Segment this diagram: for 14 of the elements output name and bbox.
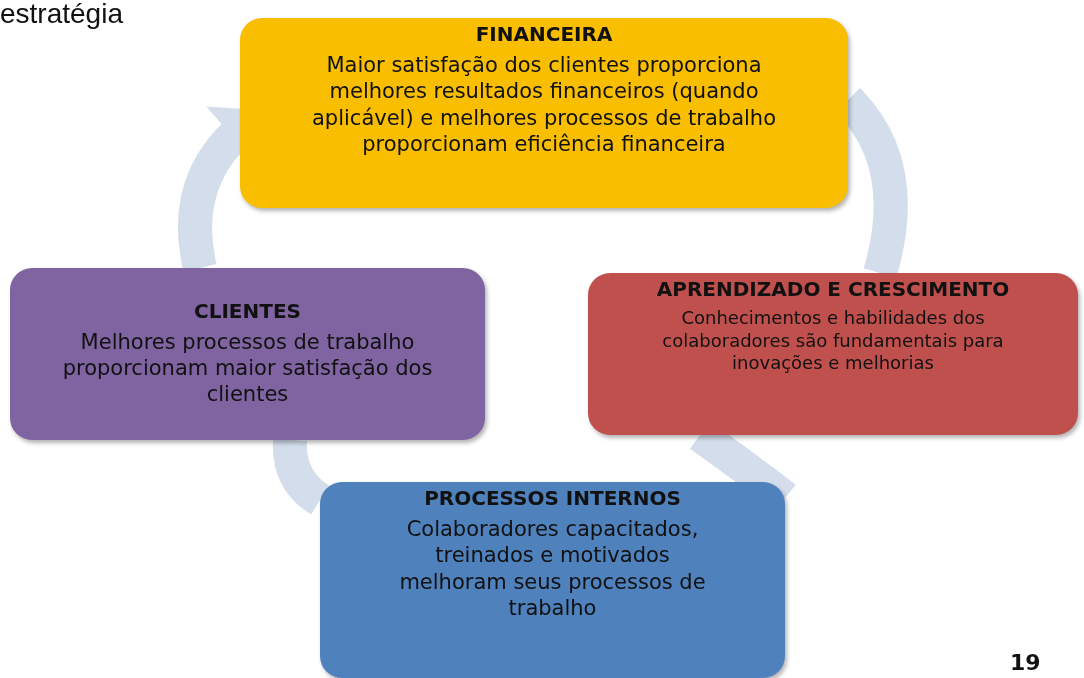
slide-title: estratégia <box>0 0 123 30</box>
box-description: Maior satisfação dos clientes proporciona melhores resultados financeiros (quando aplicável) e melhores processos de trabalho proporcionam eficiência financeira <box>311 52 777 157</box>
box-description: Colaboradores capacitados, treinados e motivados melhoram seus processos de trabalho <box>398 516 707 621</box>
box-description: Melhores processos de trabalho proporcionam maior satisfação dos clientes <box>61 328 434 408</box>
page-number: 19 <box>1010 650 1041 675</box>
box-heading: FINANCEIRA <box>475 24 613 44</box>
perspective-box <box>240 18 848 208</box>
perspective-box <box>588 273 1078 435</box>
perspective-box <box>320 482 785 678</box>
box-heading: CLIENTES <box>194 300 301 321</box>
box-description: Conhecimentos e habilidades dos colaboradores são fundamentais para inovações e melhorias <box>661 307 1005 375</box>
box-heading: PROCESSOS INTERNOS <box>424 488 681 508</box>
box-heading: APRENDIZADO E CRESCIMENTO <box>656 279 1010 299</box>
perspective-box <box>10 268 485 440</box>
